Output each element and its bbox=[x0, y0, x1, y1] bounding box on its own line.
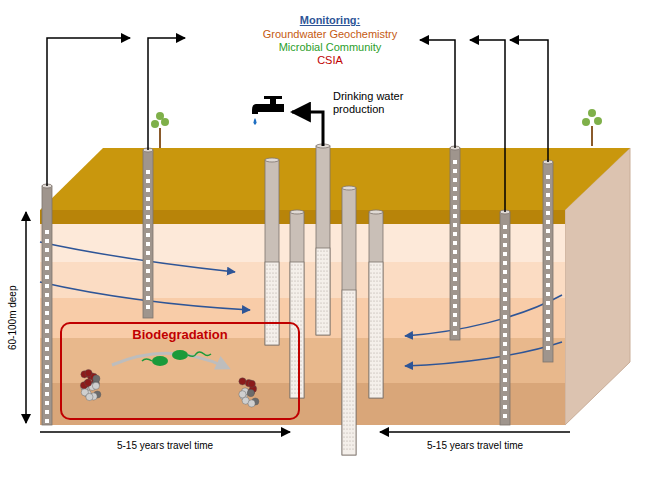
sampling-line bbox=[470, 40, 505, 212]
flow-arrow bbox=[405, 342, 562, 366]
monitoring-item: Groundwater Geochemistry bbox=[263, 28, 398, 41]
well bbox=[543, 160, 553, 362]
travel-time-label: 5-15 years travel time bbox=[427, 440, 523, 452]
well bbox=[342, 186, 356, 455]
production-pipe bbox=[292, 112, 323, 146]
sampling-line bbox=[47, 38, 130, 186]
well bbox=[316, 144, 330, 335]
heading: Monitoring: bbox=[300, 14, 360, 27]
travel-arrow bbox=[380, 431, 570, 433]
well bbox=[143, 148, 153, 318]
sampling-line bbox=[148, 38, 185, 150]
well bbox=[265, 158, 279, 345]
well bbox=[290, 210, 304, 398]
tree-icon bbox=[151, 112, 169, 148]
travel-arrow bbox=[40, 431, 290, 433]
faucet-icon bbox=[252, 96, 284, 125]
depth-arrow bbox=[25, 212, 27, 423]
monitoring-item: CSIA bbox=[317, 54, 343, 67]
monitoring-item: Microbial Community bbox=[279, 41, 382, 54]
drinking-water-label: Drinking water production bbox=[333, 90, 415, 115]
depth-label: 60-100m deep bbox=[6, 286, 18, 351]
well bbox=[500, 210, 510, 425]
well bbox=[369, 210, 383, 398]
ground-surface bbox=[40, 148, 630, 210]
flow-arrow bbox=[40, 242, 235, 272]
tree-icon bbox=[582, 109, 602, 146]
well bbox=[42, 184, 52, 425]
biodegradation-illustration bbox=[80, 350, 258, 407]
sampling-line bbox=[510, 40, 548, 162]
well bbox=[450, 146, 460, 340]
node-title: Biodegradation bbox=[62, 324, 298, 342]
region-box: Biodegradation bbox=[60, 322, 300, 420]
travel-time-label: 5-15 years travel time bbox=[117, 440, 213, 452]
sampling-line bbox=[420, 40, 455, 148]
flow-arrow bbox=[405, 295, 562, 336]
